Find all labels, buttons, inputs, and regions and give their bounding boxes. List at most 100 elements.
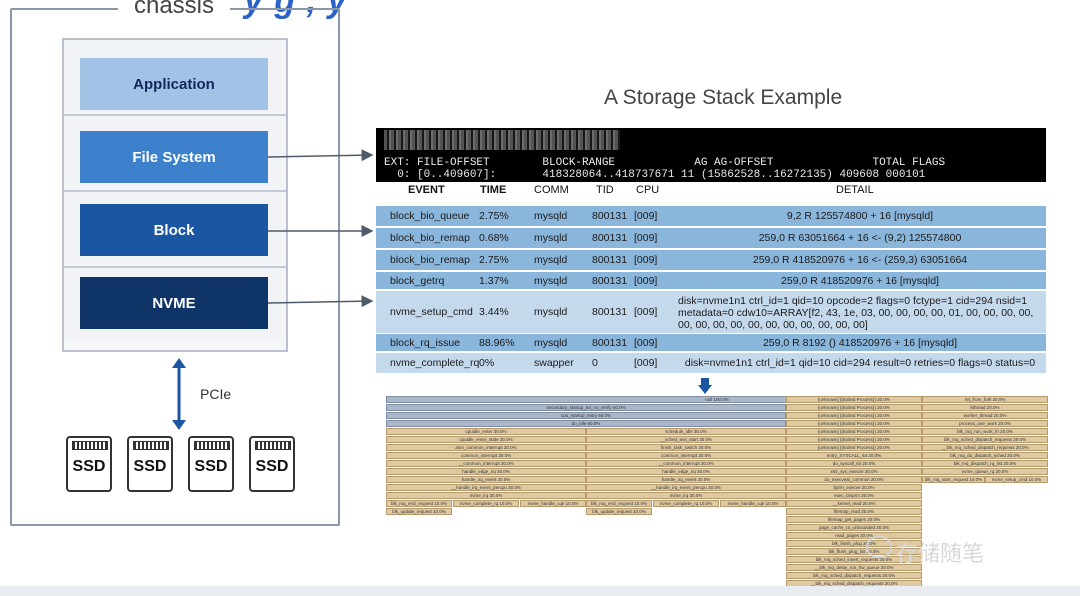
page-title-fragment: y g , y — [244, 0, 348, 20]
flame-frame: schedule_idle 30.0% — [586, 428, 786, 435]
flame-frame: handle_irq_event 30.0% — [386, 476, 586, 483]
cell-cpu: [009] — [634, 210, 658, 222]
flame-frame: nvme_queue_rq 20.0% — [922, 468, 1048, 475]
cell-comm: swapper — [534, 357, 574, 369]
flame-frame: cpuidle_enter 30.0% — [386, 428, 586, 435]
chassis-label: chassis — [118, 0, 230, 22]
cell-tid: 800131 — [592, 232, 628, 244]
flame-frame: nvme_handle_cqe 10.0% — [520, 500, 586, 507]
bottom-band — [0, 586, 1080, 596]
flame-frame: common_interrupt 30.0% — [386, 452, 586, 459]
cell-cpu: [009] — [634, 254, 658, 266]
flame-frame: exec_binprm 20.0% — [786, 492, 922, 499]
flame-frame: finish_task_switch 30.0% — [586, 444, 786, 451]
cell-tid: 800131 — [592, 337, 628, 349]
flame-frame: asm_common_interrupt 30.0% — [386, 444, 586, 451]
flame-frame: bprm_execve 20.0% — [786, 484, 922, 491]
cell-time: 1.37% — [479, 275, 509, 287]
cell-time: 0.68% — [479, 232, 509, 244]
cell-time: 0% — [479, 357, 495, 369]
cell-cpu: [009] — [634, 357, 658, 369]
cell-comm: mysqld — [534, 232, 568, 244]
flame-frame: nvme_complete_rq 10.0% — [653, 500, 719, 507]
ssd-icon: SSD — [66, 436, 112, 492]
flame-frame: do_execveat_common 20.0% — [786, 476, 922, 483]
cell-cpu: [009] — [634, 275, 658, 287]
flame-frame: do_syscall_64 20.0% — [786, 460, 922, 467]
cell-detail: 9,2 R 125574800 + 16 [mysqld] — [786, 210, 934, 222]
flame-frame: blk_mq_sched_insert_requests 20.0% — [786, 556, 922, 563]
flame-frame: nvme_irq 30.0% — [386, 492, 586, 499]
flame-frame: [unknown] ((Exited Process)) 20.0% — [786, 444, 922, 451]
cell-time: 3.44% — [479, 306, 509, 318]
cell-event: nvme_setup_cmd — [390, 306, 473, 318]
arrow-filesystem-to-terminal — [267, 149, 374, 162]
flame-frame: __blk_mq_delay_run_hw_queue 20.0% — [786, 564, 922, 571]
flame-frame: blk_mq_end_request 10.0% — [386, 500, 452, 507]
flame-frame: blk_mq_start_request 10.0% — [922, 476, 985, 483]
cell-event: nvme_complete_rq — [390, 357, 480, 369]
flame-frame: __sched_text_start 30.0% — [586, 436, 786, 443]
flame-frame: page_cache_ra_unbounded 20.0% — [786, 524, 922, 531]
section-title: A Storage Stack Example — [604, 86, 843, 109]
flame-frame: [unknown] ((Exited Process)) 20.0% — [786, 428, 922, 435]
watermark: 存储随笔 — [896, 541, 985, 566]
flame-frame: __common_interrupt 30.0% — [386, 460, 586, 467]
flame-frame: nvme_irq 30.0% — [586, 492, 786, 499]
flame-graph: null 100.0%secondary_startup_64_no_verif… — [386, 396, 1048, 592]
flame-frame: __handle_irq_event_percpu 30.0% — [386, 484, 586, 491]
col-header-detail: DETAIL — [836, 184, 874, 196]
flame-frame: blk_flush_plug_list 20.0% — [786, 548, 922, 555]
flame-frame: secondary_startup_64_no_verify 60.0% — [386, 404, 786, 411]
flame-frame: nvme_setup_cmd 10.0% — [985, 476, 1048, 483]
cell-event: block_rq_issue — [390, 337, 461, 349]
flame-frame: read_pages 20.0% — [786, 532, 922, 539]
terminal-line: 0: [0..409607]: 418328064..418737671 11 … — [384, 169, 926, 181]
flame-frame: blk_mq_dispatch_rq_list 20.0% — [922, 460, 1048, 467]
flame-frame: handle_edge_irq 30.0% — [386, 468, 586, 475]
pcie-label: PCIe — [200, 386, 232, 402]
flame-frame: blk_mq_sched_dispatch_requests 20.0% — [786, 572, 922, 579]
flame-frame: __kernel_read 20.0% — [786, 500, 922, 507]
cell-comm: mysqld — [534, 306, 568, 318]
cell-detail: disk=nvme1n1 ctrl_id=1 qid=10 cid=294 re… — [684, 357, 1036, 369]
cell-detail: disk=nvme1n1 ctrl_id=1 qid=10 opcode=2 f… — [678, 295, 1034, 331]
pcie-arrow-head-bottom — [172, 420, 186, 430]
cell-event: block_bio_remap — [390, 232, 470, 244]
flame-frame: blk_mq_run_work_fn 20.0% — [922, 428, 1048, 435]
flame-frame: [unknown] ((Exited Process)) 20.0% — [786, 412, 922, 419]
ssd-icon: SSD — [188, 436, 234, 492]
flame-frame: [unknown] ((Exited Process)) 20.0% — [786, 404, 922, 411]
flame-frame: x64_sys_execve 20.0% — [786, 468, 922, 475]
flame-frame: blk_mq_do_dispatch_sched 20.0% — [922, 452, 1048, 459]
cell-detail: 259,0 R 418520976 + 16 <- (259,3) 630516… — [752, 254, 968, 266]
cell-tid: 800131 — [592, 210, 628, 222]
flame-frame: nvme_complete_rq 10.0% — [453, 500, 519, 507]
col-header-cpu: CPU — [636, 184, 660, 196]
cell-comm: mysqld — [534, 275, 568, 287]
flame-frame: common_interrupt 30.0% — [586, 452, 786, 459]
flame-frame: filemap_read 20.0% — [786, 508, 922, 515]
flame-frame: process_one_work 20.0% — [922, 420, 1048, 427]
col-header-tid: TID — [596, 184, 614, 196]
col-header-event: EVENT — [408, 184, 445, 196]
cell-tid: 800131 — [592, 306, 628, 318]
flame-frame: worker_thread 20.0% — [922, 412, 1048, 419]
flame-frame: handle_irq_event 30.0% — [586, 476, 786, 483]
cell-event: block_bio_queue — [390, 210, 470, 222]
flame-frame: cpuidle_enter_state 30.0% — [386, 436, 586, 443]
cell-tid: 800131 — [592, 275, 628, 287]
ssd-icon: SSD — [249, 436, 295, 492]
cell-comm: mysqld — [534, 210, 568, 222]
flame-frame: ret_from_fork 20.0% — [922, 396, 1048, 403]
flame-frame: blk_update_request 10.0% — [586, 508, 652, 515]
cell-detail: 259,0 R 63051664 + 16 <- (9,2) 125574800 — [758, 232, 962, 244]
ssd-icon: SSD — [127, 436, 173, 492]
flame-frame: [unknown] ((Exited Process)) 20.0% — [786, 396, 922, 403]
